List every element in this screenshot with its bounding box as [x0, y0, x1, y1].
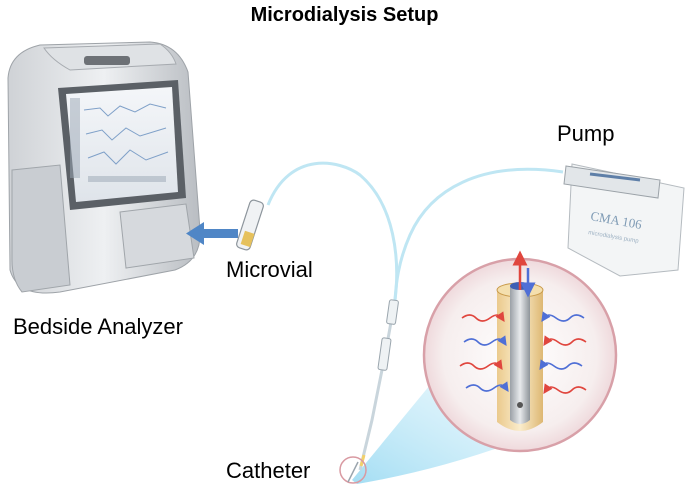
arrow-left-icon: [186, 222, 238, 245]
catheter-connector-lower: [377, 337, 392, 371]
catheter-connector-upper: [386, 299, 399, 325]
catheter-tip-circle: [339, 456, 367, 484]
catheter-tip-needle: [347, 461, 359, 483]
magnified-view: [422, 250, 618, 453]
catheter-shaft: [358, 299, 397, 471]
label-microvial: Microvial: [226, 257, 313, 282]
tubing-pump-line: [393, 167, 564, 301]
label-catheter: Catheter: [226, 458, 311, 483]
microvial-icon: [236, 199, 264, 251]
magnification-beam: [352, 385, 520, 484]
tubing-microvial-line: [266, 161, 399, 301]
bedside-analyzer-icon: [7, 41, 201, 294]
label-pump: Pump: [557, 121, 615, 146]
label-bedside-analyzer: Bedside Analyzer: [13, 314, 183, 339]
diagram-title: Microdialysis Setup: [250, 4, 439, 26]
pump-icon: CMA 106 microdialysis pump: [563, 163, 685, 277]
